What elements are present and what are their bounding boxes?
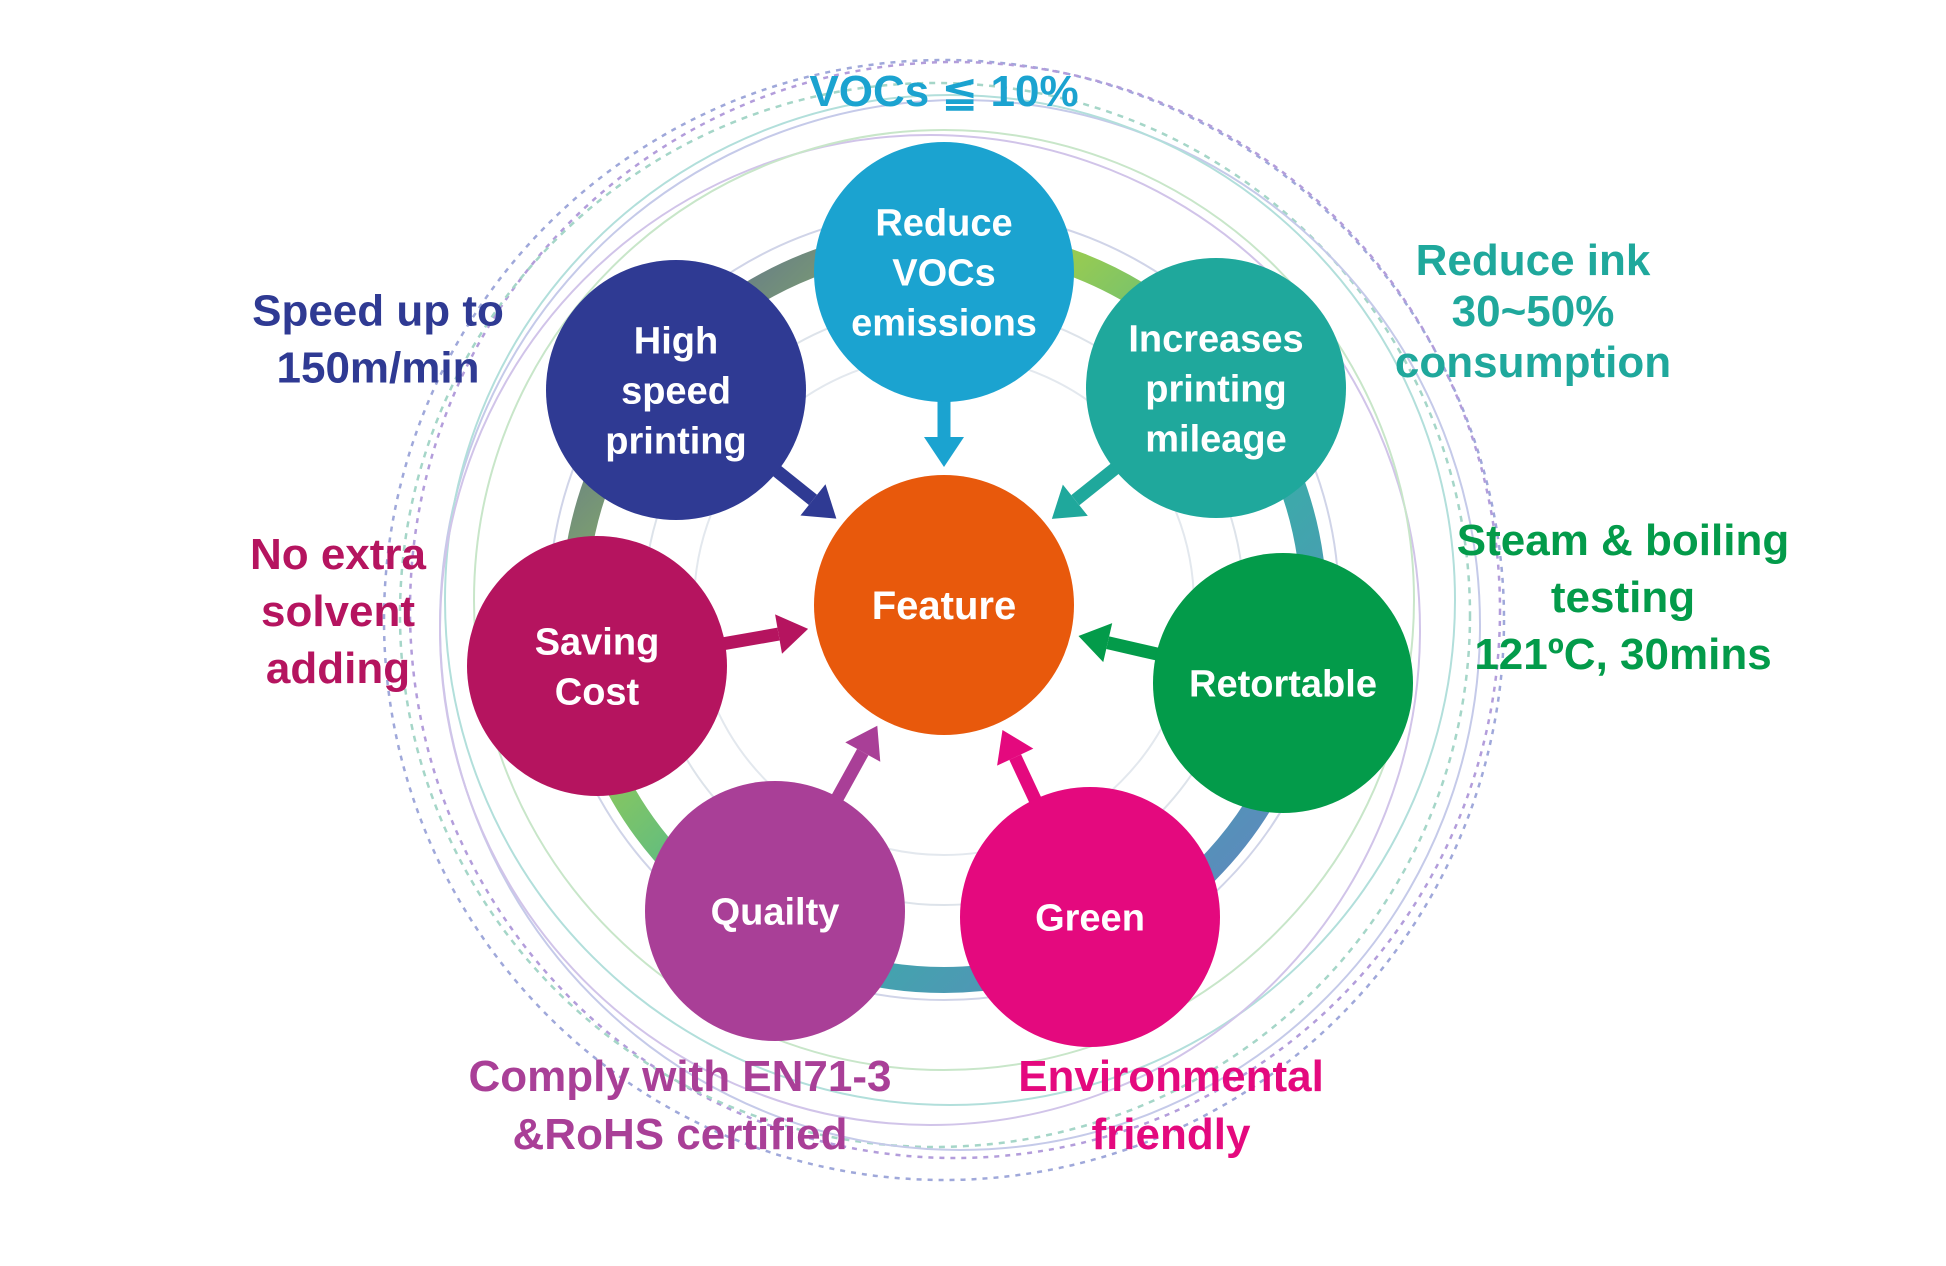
node-label: Saving: [535, 621, 660, 663]
annotation-line: No extra: [250, 530, 427, 579]
annotation-retortable: Steam & boiling testing 121ºC, 30mins: [1457, 516, 1789, 679]
center-node: Feature: [814, 475, 1074, 735]
node-retortable: Retortable: [1153, 553, 1413, 813]
node-circle: [546, 260, 806, 520]
arrows: [718, 396, 1164, 808]
annotation-line: Steam & boiling: [1457, 516, 1789, 565]
arrow-shaft: [718, 627, 780, 651]
annotation-high-speed: Speed up to 150m/min: [252, 287, 504, 393]
node-high-speed: High speed printing: [546, 260, 806, 520]
node-label: Reduce: [875, 202, 1012, 244]
node-label: Quailty: [711, 891, 840, 933]
annotation-green: Environmental friendly: [1018, 1052, 1324, 1159]
arrow-head: [800, 484, 837, 519]
node-circle: [467, 536, 727, 796]
node-circle: [814, 142, 1074, 402]
node-green: Green: [960, 787, 1220, 1047]
annotation-line: solvent: [261, 587, 415, 636]
background-ring: [439, 134, 1421, 1126]
node-increases-mileage: Increases printing mileage: [1086, 258, 1346, 518]
arrow-shaft: [1106, 636, 1164, 662]
node-label: Cost: [555, 671, 640, 713]
arrow-retortable: [1078, 623, 1164, 663]
annotations: VOCs ≦ 10% Reduce ink30~50%consumptionSte…: [250, 67, 1789, 1159]
node-circle: [960, 787, 1220, 1047]
annotation-line: Speed up to: [252, 287, 504, 336]
arrow-head: [775, 614, 809, 654]
arrow-head: [1078, 623, 1113, 663]
node-circle: [645, 781, 905, 1041]
arrow-quality: [829, 725, 881, 806]
annotation-saving-cost: No extra solvent adding: [250, 530, 427, 693]
node-label: Increases: [1128, 318, 1303, 360]
annotation-line: 121ºC, 30mins: [1474, 630, 1771, 679]
arrow-shaft: [829, 748, 869, 806]
center-circle: [814, 475, 1074, 735]
arrow-shaft: [1009, 754, 1044, 808]
node-label: emissions: [851, 302, 1037, 344]
arrow-high-speed: [768, 462, 837, 519]
arrow-shaft: [1071, 460, 1124, 506]
annotation-line: &RoHS certified: [513, 1110, 848, 1159]
arrow-increases-mileage: [1051, 460, 1124, 519]
node-quality: Quailty: [645, 781, 905, 1041]
node-circle: [1153, 553, 1413, 813]
arrow-shaft: [768, 462, 818, 505]
background-ring: [408, 60, 1502, 1160]
arrow-head: [997, 729, 1034, 766]
annotation-line: friendly: [1092, 1110, 1251, 1159]
annotation-line: 30~50%: [1452, 287, 1615, 336]
annotation-reduce-vocs: VOCs ≦ 10%: [809, 67, 1078, 116]
background-ring: [382, 58, 1506, 1182]
annotation-line: Environmental: [1018, 1052, 1324, 1101]
arrow-saving-cost: [718, 614, 809, 654]
node-label: Green: [1035, 897, 1145, 939]
annotation-line: testing: [1551, 573, 1695, 622]
node-circle: [1086, 258, 1346, 518]
node-label: speed: [621, 370, 731, 412]
arrow-reduce-vocs: [924, 396, 964, 467]
background-ring: [398, 81, 1472, 1149]
center-label: Feature: [872, 584, 1017, 628]
annotation-line: Comply with EN71-3: [469, 1052, 892, 1101]
node-label: High: [634, 320, 718, 362]
annotation-quality: Comply with EN71-3&RoHS certified: [469, 1052, 892, 1159]
background-ring: [444, 94, 1456, 1106]
annotation-line: consumption: [1395, 338, 1671, 387]
node-label: printing: [1145, 368, 1286, 410]
annotation-line: 150m/min: [277, 344, 480, 393]
annotation-line: adding: [266, 644, 410, 693]
arrow-head: [1051, 484, 1088, 519]
background-ring: [473, 129, 1415, 1071]
arrow-head: [924, 437, 964, 467]
arrow-head: [845, 725, 881, 762]
node-label: mileage: [1145, 418, 1287, 460]
arrow-green: [997, 729, 1044, 808]
node-label: printing: [605, 420, 746, 462]
annotation-line: Reduce ink: [1416, 236, 1651, 285]
annotation-line: VOCs ≦ 10%: [809, 67, 1078, 116]
node-label: Retortable: [1189, 663, 1377, 705]
node-label: VOCs: [892, 252, 995, 294]
